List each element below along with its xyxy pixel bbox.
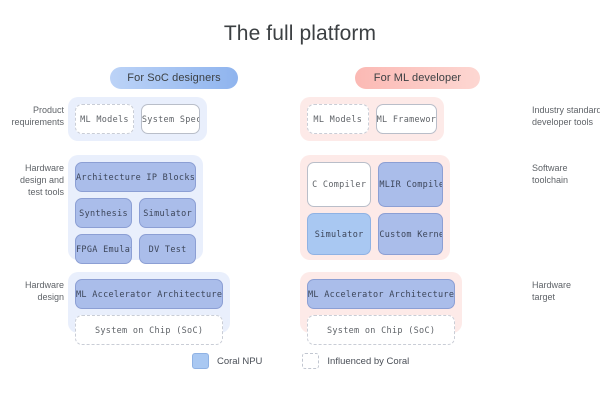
- box-synthesis[interactable]: Synthesis: [75, 198, 133, 228]
- pill-for-ml-developer[interactable]: For ML developer: [355, 67, 480, 89]
- box-ml-accelerator-architecture[interactable]: ML Accelerator Architecture: [307, 279, 456, 309]
- box-row: ML Models System Specs: [75, 104, 200, 134]
- box-fpga-emulator[interactable]: FPGA Emulator: [75, 234, 133, 264]
- box-dv-test[interactable]: DV Test: [139, 234, 197, 264]
- legend-item-coral-npu: Coral NPU: [192, 353, 262, 369]
- legend: Coral NPU Influenced by Coral: [192, 353, 409, 369]
- legend-item-influenced-by-coral: Influenced by Coral: [302, 353, 409, 369]
- box-row: ML Accelerator Architecture: [75, 279, 224, 309]
- box-system-on-chip[interactable]: System on Chip (SoC): [307, 315, 456, 345]
- box-row: FPGA Emulator DV Test: [75, 234, 197, 264]
- box-system-on-chip[interactable]: System on Chip (SoC): [75, 315, 224, 345]
- box-row: ML Accelerator Architecture: [307, 279, 456, 309]
- legend-label-coral-npu: Coral NPU: [217, 355, 263, 367]
- box-row: Architecture IP Blocks: [75, 162, 197, 192]
- legend-swatch-npu-icon: [192, 353, 209, 369]
- box-row: Synthesis Simulator: [75, 198, 197, 228]
- box-custom-kernels[interactable]: Custom Kernels: [378, 213, 443, 255]
- box-row: ML Models ML Frameworks: [307, 104, 438, 134]
- box-ml-models[interactable]: ML Models: [307, 104, 369, 134]
- box-row: C Compiler MLIR Compiler: [307, 162, 443, 207]
- box-architecture-ip-blocks[interactable]: Architecture IP Blocks: [75, 162, 197, 192]
- box-ml-models[interactable]: ML Models: [75, 104, 134, 134]
- box-simulator[interactable]: Simulator: [307, 213, 372, 255]
- box-mlir-compiler[interactable]: MLIR Compiler: [378, 162, 443, 207]
- legend-label-influenced-by-coral: Influenced by Coral: [327, 355, 410, 367]
- pill-for-soc-designers[interactable]: For SoC designers: [110, 67, 238, 89]
- page-title: The full platform: [223, 22, 377, 45]
- box-c-compiler[interactable]: C Compiler: [307, 162, 372, 207]
- box-row: System on Chip (SoC): [75, 315, 224, 345]
- box-row: Simulator Custom Kernels: [307, 213, 443, 255]
- legend-swatch-dashed-icon: [302, 353, 320, 369]
- box-ml-frameworks[interactable]: ML Frameworks: [375, 104, 438, 134]
- box-simulator[interactable]: Simulator: [139, 198, 197, 228]
- box-system-specs[interactable]: System Specs: [140, 104, 200, 134]
- box-ml-accelerator-architecture[interactable]: ML Accelerator Architecture: [75, 279, 224, 309]
- box-row: System on Chip (SoC): [307, 315, 456, 345]
